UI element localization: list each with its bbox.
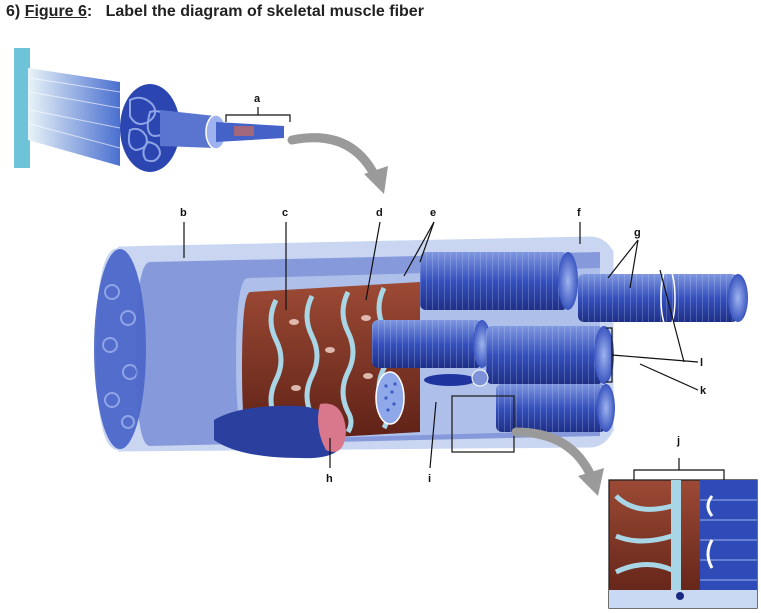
myofibril-cross-section <box>375 371 405 425</box>
muscle-overview: a <box>14 48 291 172</box>
label-a: a <box>254 93 261 105</box>
label-e: e <box>430 207 436 219</box>
zoom-arrow-bottom <box>511 427 597 483</box>
label-d: d <box>376 207 383 219</box>
title-colon: : <box>86 3 93 20</box>
label-i: i <box>428 473 431 485</box>
label-f: f <box>577 207 581 219</box>
fascicle <box>160 110 215 148</box>
mitochondrion <box>424 374 476 386</box>
label-g: g <box>634 227 641 239</box>
bracket-a <box>225 114 291 122</box>
label-k: k <box>700 385 707 397</box>
title-text: Label the diagram of skeletal muscle fib… <box>105 3 424 20</box>
zoom-box <box>451 395 515 453</box>
question-number: 6) <box>6 3 21 20</box>
label-l: l <box>700 357 703 369</box>
leader-lines <box>183 221 699 469</box>
label-c: c <box>282 207 288 219</box>
triad-inset <box>608 458 758 609</box>
nucleus-shadow <box>214 405 344 459</box>
label-h: h <box>326 473 333 485</box>
myofibrils <box>372 252 748 432</box>
fiber-end-cap <box>94 249 146 449</box>
figure-reference: Figure 6 <box>24 3 87 20</box>
label-b: b <box>180 207 187 219</box>
bone-tendon-attachment <box>14 48 30 168</box>
tendon <box>28 68 120 166</box>
label-j: j <box>676 435 680 447</box>
muscle-fiber <box>94 236 748 459</box>
page-title: 6) Figure 6: Label the diagram of skelet… <box>6 3 424 21</box>
zoom-arrow-top <box>287 133 381 183</box>
nucleus <box>318 403 346 452</box>
